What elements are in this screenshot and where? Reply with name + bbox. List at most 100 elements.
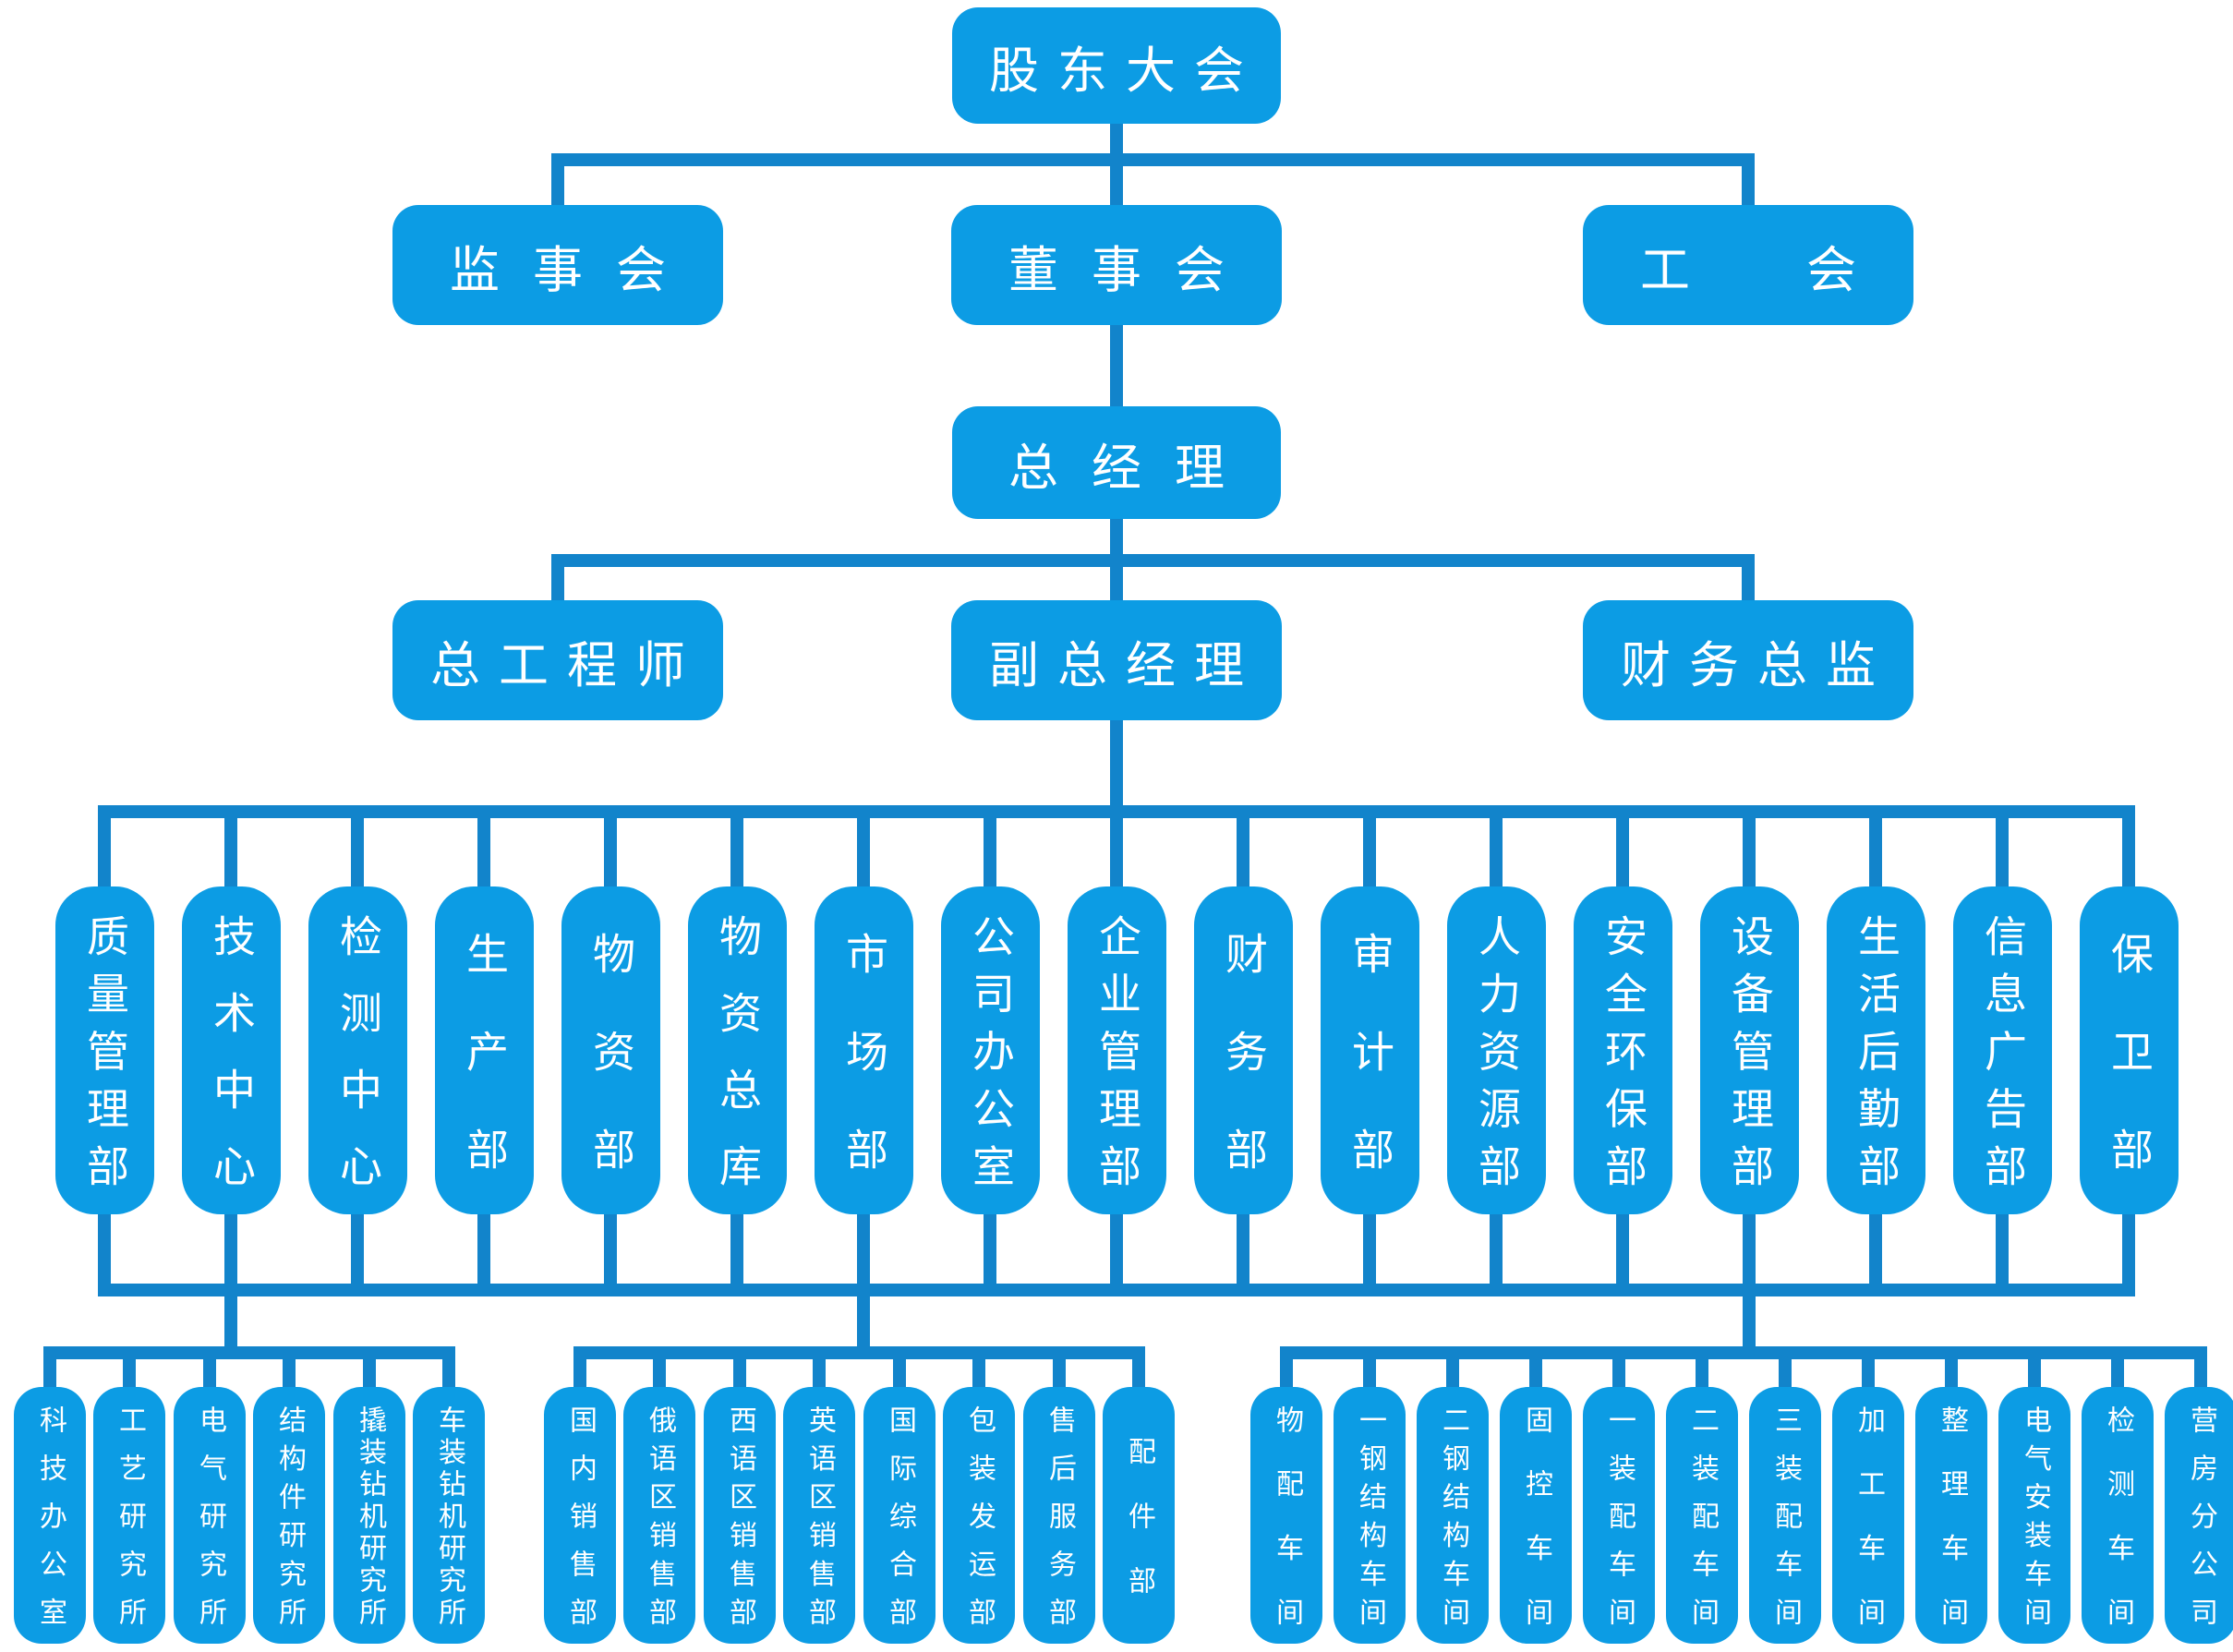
unit-node: 电气安装车间 — [1998, 1387, 2070, 1644]
unit-node: 三装配车间 — [1749, 1387, 1821, 1646]
node-label: 车装钻机研究所 — [434, 1405, 465, 1630]
connector-line — [813, 1359, 826, 1387]
unit-node: 西语区销售部 — [704, 1387, 776, 1644]
connector-line — [363, 1359, 376, 1387]
node-label: 物资总库 — [714, 914, 761, 1221]
connector-line — [1529, 1359, 1542, 1387]
connector-line — [1612, 1359, 1625, 1387]
connector-line — [1779, 1359, 1792, 1387]
department-node: 生产部 — [434, 886, 534, 1225]
connector-line — [351, 1214, 364, 1284]
node-label: 国际综合部 — [885, 1405, 915, 1646]
node-general-manager: 总经理 — [952, 406, 1281, 519]
department-node: 公司办公室 — [940, 886, 1040, 1214]
node-label: 撬装钻机研究所 — [355, 1405, 385, 1630]
unit-node: 加工车间 — [1832, 1387, 1904, 1652]
connector-line — [2122, 818, 2135, 886]
connector-line — [972, 1359, 985, 1387]
connector-line — [1237, 818, 1249, 886]
connector-line — [1110, 818, 1123, 886]
connector-line — [1996, 818, 2009, 886]
node-label: 一钢结构车间 — [1355, 1405, 1385, 1636]
connector-line — [984, 1214, 996, 1284]
connector-line — [1743, 1296, 1756, 1346]
connector-line — [43, 1359, 56, 1387]
connector-line — [283, 1359, 296, 1387]
unit-node: 物配车间 — [1250, 1387, 1322, 1652]
node-label: 质量管理部 — [81, 914, 128, 1202]
node-chief-engineer: 总工程师 — [392, 600, 723, 720]
connector-line — [604, 818, 617, 886]
connector-line — [1110, 166, 1123, 205]
connector-line — [1490, 818, 1503, 886]
connector-line — [1110, 124, 1123, 153]
connector-line — [573, 1359, 586, 1387]
connector-line — [1053, 1359, 1066, 1387]
connector-line — [1363, 1359, 1376, 1387]
node-label: 科技办公室 — [35, 1405, 66, 1646]
bus-line — [551, 554, 1755, 567]
department-node: 质量管理部 — [54, 886, 154, 1214]
connector-line — [1742, 166, 1755, 205]
connector-line — [224, 818, 237, 886]
department-node: 审计部 — [1320, 886, 1419, 1225]
node-label: 加工车间 — [1853, 1405, 1884, 1652]
bus-line — [1280, 1346, 2207, 1359]
connector-line — [442, 1359, 455, 1387]
connector-line — [604, 1214, 617, 1284]
connector-line — [1696, 1359, 1708, 1387]
connector-line — [1363, 1214, 1376, 1284]
bus-line — [551, 153, 1755, 166]
unit-node: 二钢结构车间 — [1417, 1387, 1489, 1644]
connector-line — [984, 818, 996, 886]
node-label: 监事会 — [450, 242, 699, 298]
bus-line — [98, 1284, 2135, 1296]
node-label: 人力资源部 — [1473, 914, 1520, 1202]
node-label: 固控车间 — [1521, 1405, 1551, 1652]
connector-line — [1996, 1214, 2009, 1284]
unit-node: 售后服务部 — [1023, 1387, 1095, 1646]
connector-line — [98, 1214, 111, 1284]
node-label: 西语区销售部 — [725, 1405, 755, 1636]
connector-line — [1110, 519, 1123, 554]
department-node: 生活后勤部 — [1826, 886, 1925, 1214]
department-node: 市场部 — [814, 886, 913, 1225]
unit-node: 二装配车间 — [1666, 1387, 1738, 1646]
node-label: 配件部 — [1124, 1437, 1154, 1631]
node-label: 三装配车间 — [1770, 1405, 1801, 1646]
unit-node: 工艺研究所 — [93, 1387, 165, 1646]
unit-node: 电气研究所 — [174, 1387, 246, 1646]
node-label: 结构件研究所 — [274, 1405, 305, 1636]
unit-node: 车装钻机研究所 — [413, 1387, 485, 1644]
node-supervisory-board: 监事会 — [392, 205, 723, 325]
unit-node: 国内销售部 — [544, 1387, 616, 1646]
connector-line — [1237, 1214, 1249, 1284]
node-board-of-directors: 董事会 — [951, 205, 1282, 325]
node-label: 售后服务部 — [1044, 1405, 1075, 1646]
unit-node: 固控车间 — [1500, 1387, 1572, 1652]
connector-line — [1446, 1359, 1459, 1387]
connector-line — [857, 818, 870, 886]
node-label: 安全环保部 — [1599, 914, 1647, 1202]
connector-line — [1742, 567, 1755, 600]
connector-line — [2122, 1214, 2135, 1284]
connector-line — [1110, 720, 1123, 805]
connector-line — [351, 818, 364, 886]
connector-line — [1743, 818, 1756, 886]
unit-node: 营房分公司 — [2165, 1387, 2233, 1646]
connector-line — [733, 1359, 746, 1387]
connector-line — [653, 1359, 666, 1387]
node-label: 二钢结构车间 — [1438, 1405, 1468, 1636]
unit-node: 配件部 — [1103, 1387, 1175, 1644]
node-label: 公司办公室 — [967, 914, 1014, 1202]
department-node: 技术中心 — [181, 886, 281, 1221]
node-label: 电气研究所 — [195, 1405, 225, 1646]
node-label: 总工程师 — [430, 637, 704, 693]
node-label: 生活后勤部 — [1853, 914, 1900, 1202]
node-label: 营房分公司 — [2186, 1405, 2216, 1646]
node-label: 信息广告部 — [1979, 914, 2026, 1202]
connector-line — [1945, 1359, 1958, 1387]
unit-node: 整理车间 — [1915, 1387, 1987, 1652]
connector-line — [98, 818, 111, 886]
